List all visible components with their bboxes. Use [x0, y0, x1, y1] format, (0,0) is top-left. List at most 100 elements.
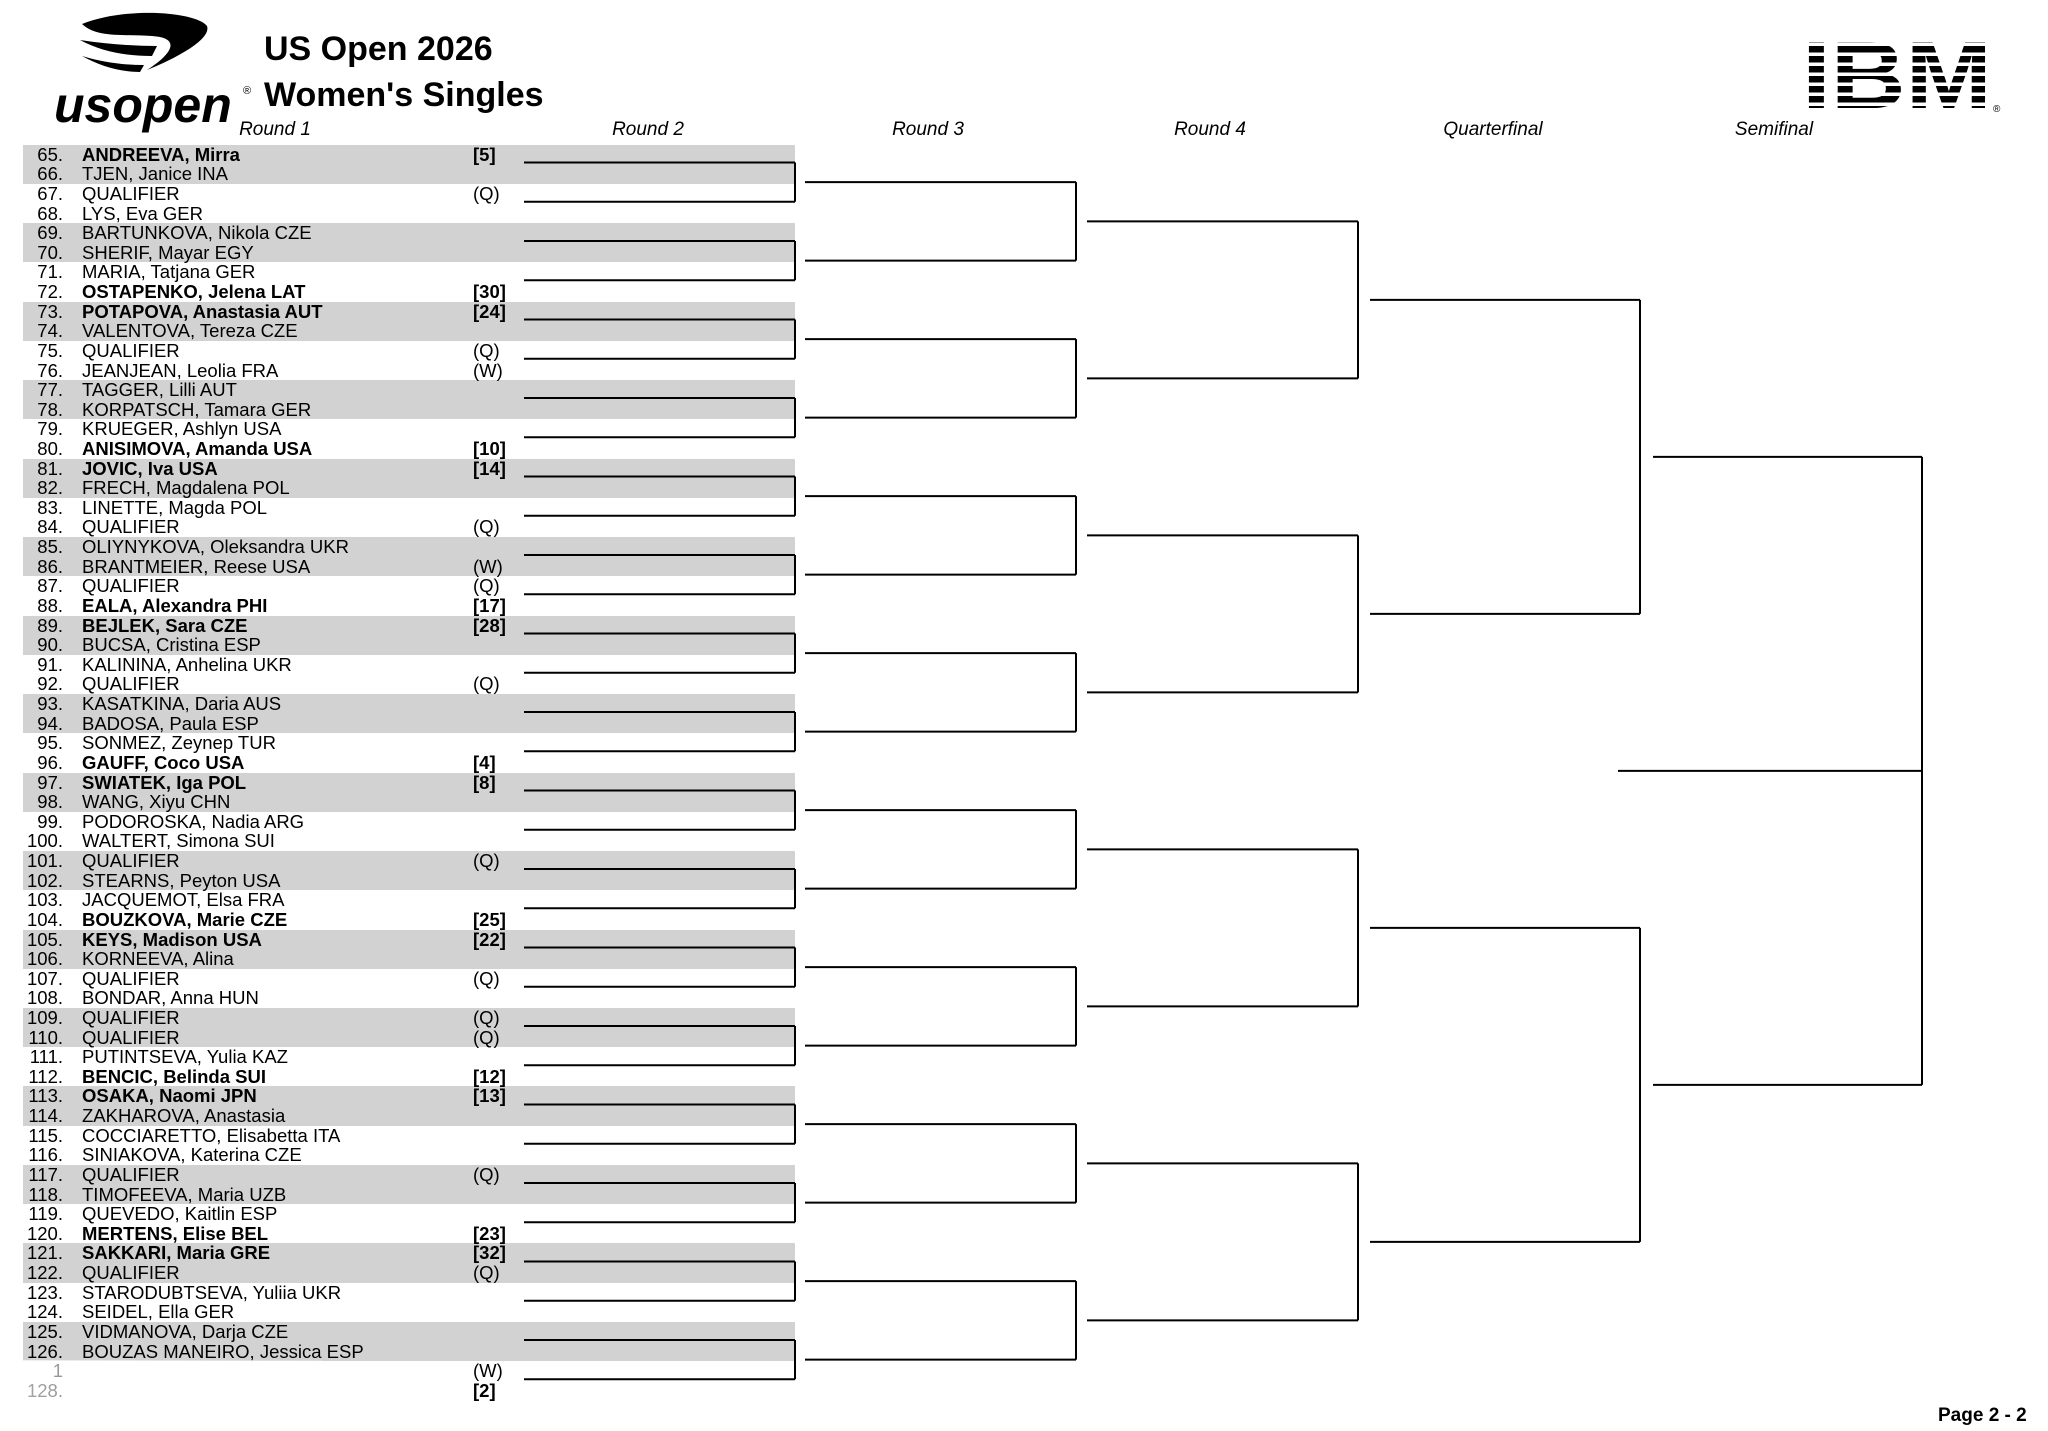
round-label-round-4: Round 4 [1174, 119, 1246, 140]
seed-label: [2] [473, 1379, 496, 1401]
player-name: KRUEGER, Ashlyn USA [82, 418, 282, 440]
draw-position: 79. [37, 418, 63, 440]
player-name: BOUZAS MANEIRO, Jessica ESP [82, 1340, 364, 1362]
draw-entry-row: 77.TAGGER, Lilli AUT [0, 380, 520, 400]
shaded-band [23, 1007, 795, 1048]
seed-label: [17] [473, 594, 506, 616]
draw-position: 75. [37, 339, 63, 361]
draw-entry-row: 120. MERTENS, Elise BEL [23] [0, 1224, 520, 1244]
player-name: JEANJEAN, Leolia FRA [82, 359, 279, 381]
draw-entry-row: 82.FRECH, Magdalena POL [0, 478, 520, 498]
shaded-band [23, 1164, 795, 1205]
draw-position: 101. [26, 850, 63, 872]
seed-label: [5] [473, 143, 496, 165]
draw-entry-row: 84. QUALIFIER (Q) [0, 517, 520, 537]
player-name: QUEVEDO, Kaitlin ESP [82, 1203, 278, 1225]
player-name: JOVIC, Iva USA [82, 457, 218, 479]
event-subtitle: Women's Singles [264, 76, 544, 114]
draw-entry-row: 122.QUALIFIER(Q) [0, 1263, 520, 1283]
player-name: QUALIFIER [82, 516, 180, 538]
draw-position: 84. [37, 516, 63, 538]
draw-position: 96. [37, 751, 63, 773]
player-name: COCCIARETTO, Elisabetta ITA [82, 1124, 341, 1146]
seed-label: (Q) [473, 339, 500, 361]
draw-position: 83. [37, 496, 63, 518]
round-label-quarterfinal: Quarterfinal [1443, 119, 1543, 140]
player-name: MERTENS, Elise BEL [82, 1222, 269, 1244]
player-name: MARIA, Tatjana GER [82, 261, 256, 283]
scan-smudge [22, 1360, 322, 1400]
draw-position: 97. [37, 771, 63, 793]
page-title: US Open 2026 [264, 30, 493, 68]
draw-position: 73. [37, 300, 63, 322]
us-open-logo: usopen ® [52, 10, 252, 135]
player-name: PODOROSKA, Nadia ARG [82, 810, 305, 832]
player-name: BRANTMEIER, Reese USA [82, 555, 311, 577]
seed-label: (Q) [473, 1006, 500, 1028]
player-name: ANISIMOVA, Amanda USA [82, 438, 313, 459]
draw-position: 98. [37, 791, 63, 813]
player-name: BEJLEK, Sara CZE [82, 614, 248, 636]
draw-position: 120. [26, 1222, 63, 1244]
player-name: BOUZKOVA, Marie CZE [82, 908, 288, 930]
player-name: KEYS, Madison USA [82, 928, 262, 950]
seed-label: [12] [473, 1065, 506, 1087]
draw-position: 109. [26, 1006, 63, 1028]
draw-entry-row: 112.BENCIC, Belinda SUI[12] [0, 1067, 520, 1087]
draw-entry-row: 75.QUALIFIER(Q) [0, 341, 520, 361]
draw-position: 106. [26, 948, 63, 970]
player-name: EALA, Alexandra PHI [82, 594, 268, 616]
draw-entry-row: 66.TJEN, Janice INA [0, 164, 520, 184]
draw-entry-row: 97.SWIATEK, Iga POL[8] [0, 771, 520, 793]
shaded-band [23, 1321, 795, 1362]
draw-position: 72. [37, 281, 63, 303]
player-name: SAKKARI, Maria GRE [82, 1242, 271, 1264]
draw-entry-row: 99. PODOROSKA, Nadia ARG [0, 812, 520, 832]
draw-position: 119. [28, 1203, 63, 1225]
draw-position: 110. [28, 1026, 63, 1048]
us-open-logo-graphic: usopen ® [54, 12, 251, 133]
draw-entry-row: 87.QUALIFIER(Q) [0, 576, 520, 596]
page-number: Page 2 - 2 [1938, 1405, 2027, 1426]
draw-entry-row: 116.SINIAKOVA, Katerina CZE [0, 1145, 520, 1165]
shaded-band [23, 1243, 795, 1283]
draw-entry-row: 101.QUALIFIER(Q) [0, 851, 520, 871]
draw-position: 81. [37, 457, 63, 479]
draw-position: 99. [37, 810, 63, 832]
player-name: GAUFF, Coco USA [82, 751, 245, 773]
draw-position: 85. [37, 536, 63, 558]
player-name: VIDMANOVA, Darja CZE [82, 1320, 289, 1342]
draw-position: 86. [37, 555, 63, 577]
ibm-logo-graphic: IBM ® [1802, 22, 2001, 129]
seed-label: [25] [473, 908, 506, 930]
player-name: QUALIFIER [82, 1262, 180, 1284]
player-name: STEARNS, Peyton USA [82, 869, 281, 891]
draw-entry-row: 72.OSTAPENKO, Jelena LAT[30] [0, 282, 520, 302]
draw-entry-row: 119. QUEVEDO, Kaitlin ESP [0, 1204, 520, 1224]
draw-entry-row: 65.ANDREEVA, Mirra[5] [0, 145, 520, 165]
draw-entry-row: 76.JEANJEAN, Leolia FRA(W) [0, 359, 520, 381]
draw-position: 78. [37, 398, 63, 420]
draw-position: 108. [26, 987, 63, 1009]
draw-position: 123. [26, 1281, 63, 1303]
seed-label: [23] [473, 1222, 506, 1244]
seed-label: (Q) [473, 1163, 500, 1185]
draw-entry-row: 118.TIMOFEEVA, Maria UZB [0, 1184, 520, 1205]
player-name: JACQUEMOT, Elsa FRA [82, 889, 285, 911]
shaded-band [23, 301, 795, 341]
shaded-band [23, 851, 795, 891]
draw-position: 66. [37, 163, 63, 185]
draw-position: 117. [28, 1163, 63, 1185]
seed-label: (Q) [473, 516, 500, 538]
draw-position: 88. [37, 594, 63, 616]
draw-entry-row: 67.QUALIFIER(Q) [0, 184, 520, 204]
draw-position: 105. [26, 928, 63, 950]
draw-entry-row: 81.JOVIC, Iva USA[14] [0, 459, 520, 479]
draw-entry-row: 91.KALININA, Anhelina UKR [0, 655, 520, 675]
seed-label: [28] [473, 614, 506, 636]
draw-position: 69. [37, 222, 63, 244]
seed-label: (Q) [473, 673, 500, 695]
draw-entry-row: 124.SEIDEL, Ella GER [0, 1302, 520, 1322]
player-name: TAGGER, Lilli AUT [82, 379, 237, 401]
player-name: QUALIFIER [82, 575, 180, 597]
